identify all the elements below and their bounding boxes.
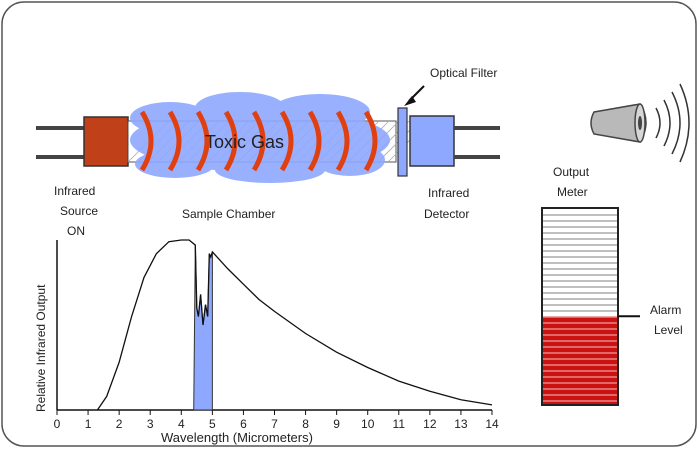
x-tick-label: 1 [85, 417, 92, 431]
source-block [83, 116, 129, 167]
gas-cloud [130, 92, 390, 183]
x-tick-label: 13 [454, 417, 468, 431]
x-tick-label: 6 [240, 417, 247, 431]
ir-detector-label-1: Infrared [428, 186, 469, 200]
x-tick-label: 4 [178, 417, 185, 431]
x-axis-label: Wavelength (Micrometers) [161, 430, 313, 445]
infrared-detector [409, 115, 500, 167]
x-tick-label: 5 [209, 417, 216, 431]
ir-wave [167, 110, 182, 172]
optical-filter-label: Optical Filter [430, 66, 497, 80]
alarm-label-1: Alarm [650, 303, 681, 317]
sound-waves-icon [655, 83, 690, 163]
alarm-horn-icon [590, 103, 647, 143]
ir-wave [195, 110, 210, 172]
x-tick-label: 3 [147, 417, 154, 431]
ir-detector-label-2: Detector [424, 207, 469, 221]
emission-curve [96, 239, 493, 411]
output-meter [541, 207, 640, 406]
x-tick-label: 9 [333, 417, 340, 431]
x-tick-label: 11 [393, 417, 406, 431]
ir-wave [139, 110, 154, 172]
x-tick-label: 2 [116, 417, 123, 431]
infrared-waves [139, 110, 378, 172]
ir-source-label-1: Infrared [54, 184, 95, 198]
ir-source-label-3: ON [67, 224, 85, 238]
x-tick-label: 12 [423, 417, 437, 431]
meter-fill [543, 316, 617, 404]
ir-wave [223, 110, 238, 172]
x-tick-label: 8 [302, 417, 309, 431]
ir-source-label-2: Source [60, 204, 98, 218]
ir-wave [279, 110, 294, 172]
infrared-source [36, 116, 129, 167]
ir-wave [251, 110, 266, 172]
sample-chamber-label: Sample Chamber [182, 207, 275, 221]
x-tick-label: 0 [54, 417, 61, 431]
x-tick-label: 7 [271, 417, 278, 431]
alarm-label-2: Level [654, 323, 683, 337]
meter-lines [543, 214, 617, 402]
y-axis-label: Relative Infrared Output [34, 284, 48, 412]
output-meter-label-2: Meter [557, 185, 588, 199]
detector-block [409, 115, 455, 167]
ir-wave [335, 110, 350, 172]
ir-wave [307, 110, 322, 172]
filter-plate [397, 107, 408, 177]
sample-chamber: Toxic Gas [127, 92, 430, 183]
ir-wave [363, 110, 378, 172]
toxic-gas-label: Toxic Gas [205, 132, 284, 152]
x-tick-label: 10 [361, 417, 375, 431]
output-meter-label-1: Output [553, 165, 590, 179]
optical-filter: Optical Filter [397, 66, 497, 177]
x-tick-label: 14 [485, 417, 499, 431]
